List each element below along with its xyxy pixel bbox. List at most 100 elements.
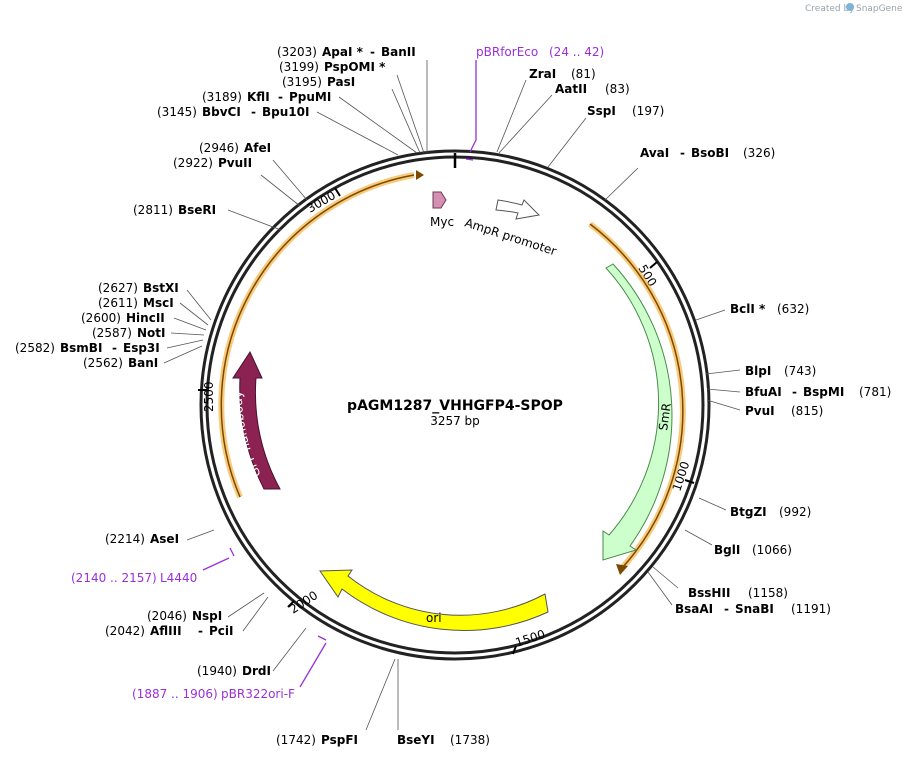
- enzyme-pos-hincii: (2600): [81, 311, 121, 325]
- enzyme-pos-bsmbi: (2582): [15, 341, 55, 355]
- enzyme-pos-nspi: (2046): [147, 609, 187, 623]
- enzyme-pos-bseyi: (1738): [450, 733, 490, 747]
- enzyme-pos-btgzi: (992): [779, 505, 811, 519]
- enzyme-name-noti: NotI: [137, 326, 166, 340]
- enzyme-pos-avai: (326): [743, 146, 775, 160]
- enzyme-name-pvui: PvuI: [745, 404, 775, 418]
- enzyme-name-afei: AfeI: [244, 141, 271, 155]
- enzyme-name-bseri: BseRI: [178, 203, 216, 217]
- orange-band-left-line: [220, 174, 415, 498]
- primer-labels: pBRforEco (24 .. 42) (2140 .. 2157) L444…: [71, 45, 604, 701]
- orange-band-right-line: [589, 223, 684, 569]
- credit-text: Created by: [805, 4, 855, 14]
- ori-label: ori: [426, 611, 442, 625]
- enzyme-leader-lines: [163, 60, 741, 731]
- left-enzyme-labels: (3203) ApaI * - BanII (3199) PspOMI * (3…: [15, 45, 416, 747]
- enzyme-pos-bbvci: (3145): [157, 105, 197, 119]
- enzyme-name-blpi: BlpI: [745, 364, 771, 378]
- enzyme-name-apai: ApaI *: [322, 45, 364, 59]
- enzyme-name-bfuai: BfuAI: [745, 385, 782, 399]
- enzyme-pos-bseri: (2811): [133, 203, 173, 217]
- enzyme-pos-pvuii: (2922): [173, 156, 213, 170]
- enzyme-pos-afliii: (2042): [105, 624, 145, 638]
- enzyme-name-hincii: HincII: [126, 311, 165, 325]
- right-enzyme-labels: ZraI (81) AatII (83) SspI (197) AvaI - B…: [397, 67, 891, 747]
- orange-band-left-arrowhead: [416, 170, 424, 180]
- enzyme-pos-pvui: (815): [791, 404, 823, 418]
- enzyme-sep-afliii: -: [198, 624, 203, 638]
- enzyme-pos-kfli: (3189): [202, 90, 242, 104]
- enzyme-extra-bfuai: BspMI: [803, 385, 844, 399]
- enzyme-name-msci: MscI: [143, 296, 174, 310]
- enzyme-name-bsmbi: BsmBI: [60, 341, 102, 355]
- tick-label-2500: 2500: [202, 381, 216, 412]
- enzyme-pos-bfuai: (781): [859, 385, 891, 399]
- enzyme-sep-bbvci: -: [251, 105, 256, 119]
- enzyme-name-drdi: DrdI: [242, 664, 271, 678]
- ori-feature: [319, 569, 549, 631]
- enzyme-name-bcli: BclI *: [730, 302, 766, 316]
- enzyme-name-zrai: ZraI: [529, 67, 556, 81]
- primer-range-pbrforeco: (24 .. 42): [549, 45, 604, 59]
- enzyme-name-afliii: AflIII: [150, 624, 182, 638]
- enzyme-sep-avai: -: [680, 146, 685, 160]
- enzyme-sep-bsmbi: -: [112, 341, 117, 355]
- enzyme-extra-avai: BsoBI: [691, 146, 729, 160]
- enzyme-extra-bsaai: SnaBI: [735, 602, 774, 616]
- tick-marks: [198, 187, 695, 655]
- enzyme-name-btgzi: BtgZI: [730, 505, 767, 519]
- enzyme-sep-kfli: -: [278, 90, 283, 104]
- myc-feature: [432, 191, 447, 209]
- enzyme-pos-apai: (3203): [277, 45, 317, 59]
- backbone-outer: [199, 149, 711, 661]
- enzyme-pos-pspomi: (3199): [279, 60, 319, 74]
- enzyme-pos-asei: (2214): [105, 532, 145, 546]
- orange-band-right-arrowhead: [616, 564, 628, 575]
- enzyme-name-avai: AvaI: [640, 146, 669, 160]
- enzyme-pos-bani: (2562): [83, 356, 123, 370]
- primer-range-pbr322ori: (1887 .. 1906): [132, 687, 218, 701]
- enzyme-pos-pasi: (3195): [282, 75, 322, 89]
- myc-label: Myc: [430, 215, 454, 229]
- primer-marks: [202, 60, 477, 688]
- enzyme-name-kfli: KflI: [247, 90, 270, 104]
- enzyme-name-pspomi: PspOMI *: [324, 60, 386, 74]
- enzyme-name-pasi: PasI: [327, 75, 355, 89]
- enzyme-pos-aatii: (83): [605, 82, 630, 96]
- primer-name-pbr322ori: pBR322ori-F: [221, 687, 295, 701]
- enzyme-name-bstxi: BstXI: [143, 281, 179, 295]
- enzyme-name-pspfi: PspFI: [321, 733, 358, 747]
- enzyme-name-bani: BanI: [128, 356, 158, 370]
- snapgene-logo-icon: [846, 3, 854, 11]
- primer-range-l4440: (2140 .. 2157): [71, 571, 157, 585]
- enzyme-pos-drdi: (1940): [197, 664, 237, 678]
- enzyme-extra-bsmbi: Esp3I: [123, 341, 160, 355]
- enzyme-name-nspi: NspI: [192, 609, 222, 623]
- enzyme-sep-bsaai: -: [724, 602, 729, 616]
- enzyme-pos-blpi: (743): [784, 364, 816, 378]
- enzyme-name-bsaai: BsaAI: [675, 602, 713, 616]
- ampr-promoter-label: AmpR promoter: [463, 216, 558, 259]
- enzyme-pos-msci: (2611): [98, 296, 138, 310]
- enzyme-name-asei: AseI: [150, 532, 179, 546]
- enzyme-pos-bgli: (1066): [752, 543, 792, 557]
- ampr-promoter-feature: [495, 199, 541, 220]
- enzyme-pos-noti: (2587): [92, 326, 132, 340]
- smr-feature: [602, 263, 673, 561]
- enzyme-name-sspi: SspI: [587, 104, 616, 118]
- smr-label: SmR: [656, 402, 674, 431]
- enzyme-pos-sspi: (197): [632, 104, 664, 118]
- enzyme-pos-bsaai: (1191): [791, 602, 831, 616]
- enzyme-extra-kfli: PpuMI: [289, 90, 331, 104]
- enzyme-name-pvuii: PvuII: [218, 156, 252, 170]
- enzyme-pos-afei: (2946): [199, 141, 239, 155]
- enzyme-extra-afliii: PciI: [209, 624, 234, 638]
- primer-name-pbrforeco: pBRforEco: [476, 45, 538, 59]
- gfp-nanobody-feature: [232, 350, 281, 490]
- brand-text: SnapGene: [856, 4, 903, 14]
- enzyme-pos-bsshii: (1158): [748, 586, 788, 600]
- enzyme-pos-pspfi: (1742): [276, 733, 316, 747]
- enzyme-sep-bfuai: -: [792, 385, 797, 399]
- plasmid-length: 3257 bp: [430, 414, 480, 428]
